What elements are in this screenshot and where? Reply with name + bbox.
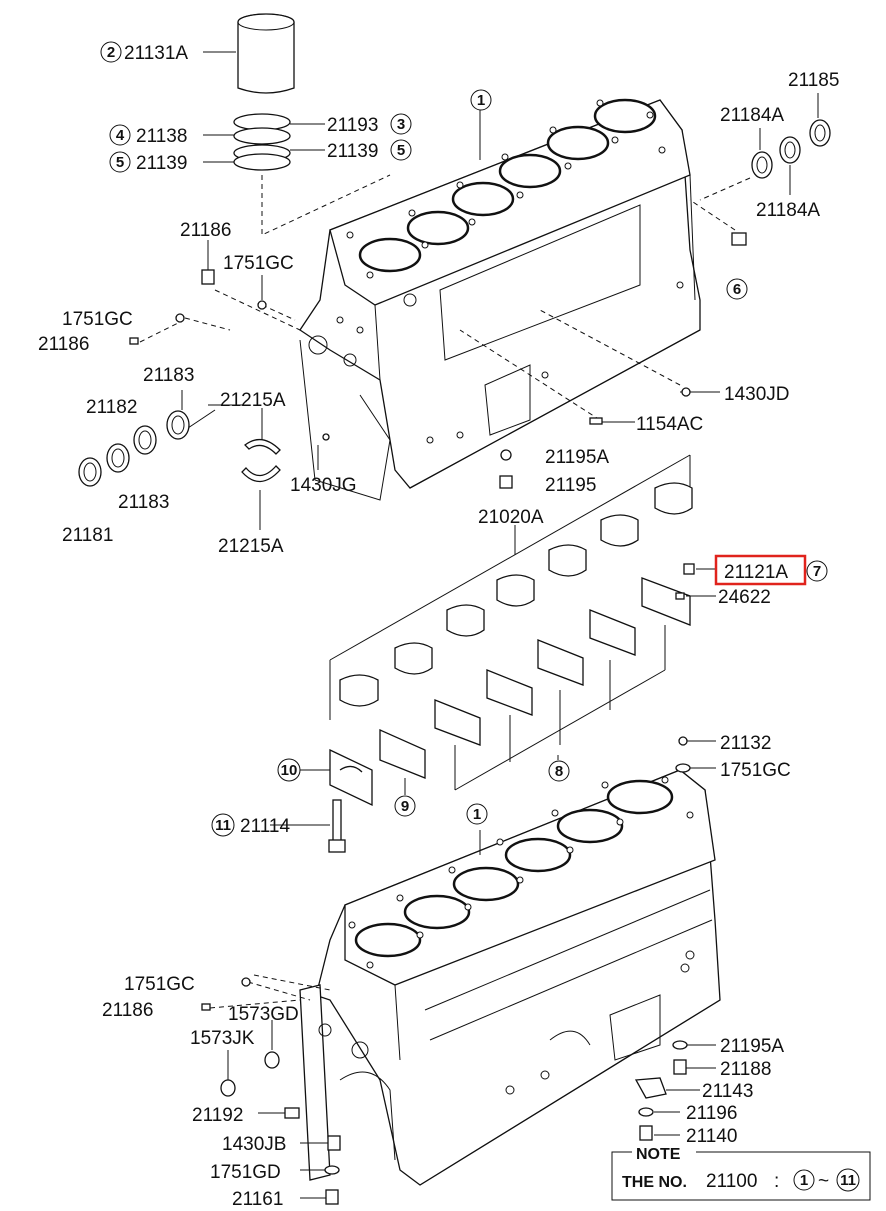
reference-circles: 1 2 3 4 5 5 6 7 8 9 10 11 1: [100, 41, 828, 837]
note-number: 21100: [706, 1171, 757, 1192]
label-21181: 21181: [62, 525, 113, 546]
svg-text:1: 1: [477, 92, 485, 109]
svg-text:4: 4: [116, 127, 125, 144]
label-21140: 21140: [686, 1126, 737, 1147]
label-21139: 21139: [136, 153, 187, 174]
svg-text:8: 8: [555, 763, 563, 780]
label-24622: 24622: [718, 587, 771, 608]
svg-text:6: 6: [733, 281, 741, 298]
ref-circle-8: 8: [548, 760, 570, 782]
label-21114: 21114: [240, 816, 290, 837]
label-21132: 21132: [720, 733, 771, 754]
ref-circle-4: 4: [109, 124, 131, 146]
upper-block-bolt-holes: [336, 99, 684, 444]
svg-text:9: 9: [401, 798, 409, 815]
ref-circle-7: 7: [806, 560, 828, 582]
label-21184A-upper: 21184A: [720, 105, 784, 126]
label-1430JG: 1430JG: [290, 475, 357, 496]
label-1751GC-mid: 1751GC: [720, 760, 791, 781]
ref-circle-6: 6: [726, 278, 748, 300]
label-21186-lower: 21186: [102, 1000, 153, 1021]
main-bearing-bolt: [328, 799, 346, 853]
ref-circle-11: 11: [211, 813, 235, 837]
small-fasteners-top: [129, 232, 747, 489]
note-to: 11: [840, 1172, 856, 1189]
lower-cylinder-block: [299, 769, 721, 1186]
label-21183-upper: 21183: [143, 365, 194, 386]
label-21195: 21195: [545, 475, 596, 496]
note-title: NOTE: [636, 1146, 681, 1163]
label-21195A-lower: 21195A: [720, 1036, 784, 1057]
note-colon: :: [774, 1171, 779, 1192]
label-1751GC-lower: 1751GC: [124, 974, 195, 995]
label-21183-lower: 21183: [118, 492, 169, 513]
svg-text:10: 10: [281, 762, 298, 779]
label-1751GC-left: 1751GC: [62, 309, 133, 330]
label-21185: 21185: [788, 70, 839, 91]
ref-circle-10: 10: [277, 758, 301, 782]
ref-circle-1-bottom: 1: [466, 803, 488, 825]
upper-bearing-shells: [329, 454, 693, 720]
label-21182: 21182: [86, 397, 137, 418]
label-21131A: 21131A: [124, 43, 188, 64]
label-21186-top: 21186: [180, 220, 231, 241]
svg-text:2: 2: [107, 44, 115, 61]
cam-bearings-left: [78, 410, 190, 487]
label-21193: 21193: [327, 115, 378, 136]
part-number-labels: 21131A 21138 21139 21193 21139 21186 175…: [38, 43, 839, 1210]
label-1573JK: 1573JK: [190, 1028, 255, 1049]
ref-circle-3: 3: [390, 113, 412, 135]
cap-leader-lines: [270, 625, 666, 826]
main-bearing-caps: [329, 577, 691, 807]
svg-text:7: 7: [813, 563, 821, 580]
lower-cylinder-bores: [354, 779, 674, 958]
note-from: 1: [800, 1172, 808, 1189]
svg-text:11: 11: [215, 817, 231, 834]
label-21196: 21196: [686, 1103, 737, 1124]
note-box: NOTE THE NO. 21100 : 1 ~ 11: [611, 1142, 871, 1201]
ref-circle-1-top: 1: [470, 89, 492, 111]
label-1751GC-top: 1751GC: [223, 253, 294, 274]
ref-circle-9: 9: [394, 795, 416, 817]
label-21186-left: 21186: [38, 334, 89, 355]
ref-circle-2: 2: [100, 41, 122, 63]
svg-text:5: 5: [397, 142, 405, 159]
label-1430JB: 1430JB: [222, 1134, 286, 1155]
label-1751GD: 1751GD: [210, 1162, 281, 1183]
ref-circle-5-left: 5: [109, 151, 131, 173]
label-21020A: 21020A: [478, 507, 544, 528]
cylinder-liner: [237, 13, 295, 94]
lower-block-holes: [348, 776, 695, 1095]
cam-bearings-right: [751, 119, 831, 179]
thrust-washers: [241, 438, 281, 483]
label-1573GD: 1573GD: [228, 1004, 299, 1025]
highlight-box-21121A: [714, 554, 807, 586]
label-21215A-lower: 21215A: [218, 536, 284, 557]
label-21215A-upper: 21215A: [220, 390, 286, 411]
svg-text:5: 5: [116, 154, 124, 171]
upper-cylinder-bores: [358, 98, 657, 273]
label-21161: 21161: [232, 1189, 283, 1210]
label-21184A-lower: 21184A: [756, 200, 820, 221]
dowel-pins: [675, 563, 716, 600]
label-21195A-upper: 21195A: [545, 447, 609, 468]
piston-rings: [233, 113, 291, 171]
note-prefix: THE NO.: [622, 1174, 687, 1191]
label-1154AC: 1154AC: [636, 414, 703, 435]
svg-text:1: 1: [473, 806, 481, 823]
label-21143: 21143: [702, 1081, 753, 1102]
label-21192: 21192: [192, 1105, 243, 1126]
svg-text:3: 3: [397, 116, 405, 133]
label-21138: 21138: [136, 126, 187, 147]
label-21121A: 21121A: [724, 562, 788, 583]
lower-fasteners: [201, 736, 691, 1205]
ref-circle-5-right: 5: [390, 139, 412, 161]
label-21188: 21188: [720, 1059, 771, 1080]
note-tilde: ~: [818, 1171, 829, 1192]
label-21139-right: 21139: [327, 141, 378, 162]
label-1430JD: 1430JD: [724, 384, 790, 405]
